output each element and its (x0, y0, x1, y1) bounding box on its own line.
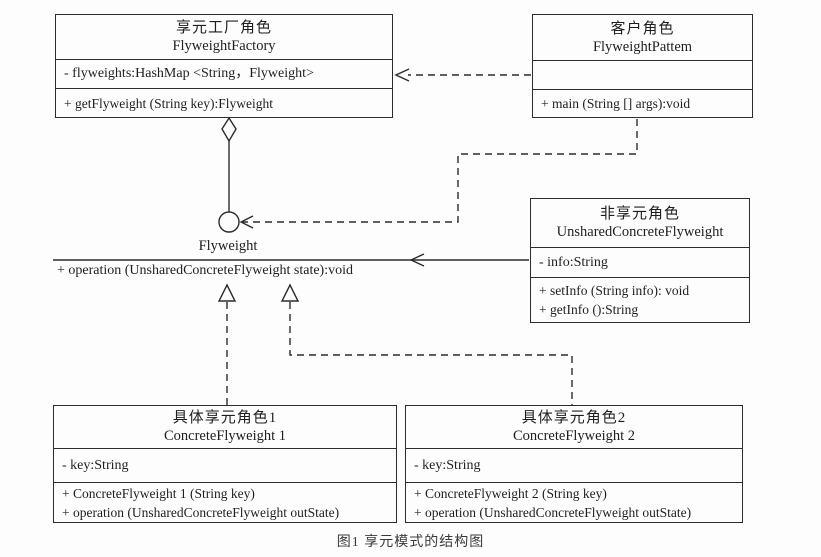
method-line: + getInfo ():String (539, 302, 639, 317)
class-methods: + setInfo (String info): void + getInfo … (531, 278, 749, 322)
attribute-line: - flyweights:HashMap <String，Flyweight> (64, 66, 314, 81)
class-methods: + ConcreteFlyweight 1 (String key) + ope… (54, 483, 396, 522)
class-title: 享元工厂角色 FlyweightFactory (56, 15, 392, 60)
method-line: + operation (UnsharedConcreteFlyweight o… (62, 504, 340, 520)
generalization-triangle-icon-2 (280, 283, 300, 302)
attribute-line: - key:String (62, 457, 129, 473)
class-box-client: 客户角色 FlyweightPattem + main (String [] a… (532, 14, 753, 118)
method-line: + main (String [] args):void (541, 96, 691, 111)
class-name-en: FlyweightFactory (172, 38, 276, 54)
class-name-cn: 非享元角色 (599, 206, 680, 222)
class-box-flyweight-factory: 享元工厂角色 FlyweightFactory - flyweights:Has… (55, 14, 393, 118)
class-name-en: FlyweightPattem (592, 38, 693, 55)
class-attributes: - key:String (406, 449, 742, 483)
class-attributes: - flyweights:HashMap <String，Flyweight> (56, 60, 392, 89)
class-box-concrete-flyweight-2: 具体享元角色2 ConcreteFlyweight 2 - key:String… (405, 405, 743, 523)
method-line: + setInfo (String info): void (539, 283, 690, 298)
class-box-unshared-concrete-flyweight: 非享元角色 UnsharedConcreteFlyweight - info:S… (530, 198, 750, 323)
class-attributes: - key:String (54, 449, 396, 483)
class-attributes-empty (533, 61, 752, 90)
interface-lollipop-icon (218, 211, 240, 233)
open-arrowhead-icon (394, 68, 410, 82)
association-arrow-unshared-to-flyweight (53, 253, 529, 267)
attribute-line: - info:String (539, 254, 608, 270)
figure-caption: 图1 享元模式的结构图 (336, 535, 485, 550)
class-title: 具体享元角色1 ConcreteFlyweight 1 (54, 406, 396, 449)
class-title: 非享元角色 UnsharedConcreteFlyweight (531, 199, 749, 248)
realization-line-concrete2 (289, 302, 573, 405)
method-line: + ConcreteFlyweight 2 (String key) (414, 485, 607, 501)
aggregation-diamond-icon (221, 116, 237, 143)
flyweight-interface-name: Flyweight (198, 238, 258, 254)
class-box-concrete-flyweight-1: 具体享元角色1 ConcreteFlyweight 1 - key:String… (53, 405, 397, 523)
dependency-arrow-client-to-factory (394, 68, 531, 82)
dependency-arrow-client-to-flyweight (239, 119, 638, 229)
class-name-en: ConcreteFlyweight 1 (163, 428, 287, 444)
generalization-triangle-icon-1 (217, 283, 237, 302)
class-title: 具体享元角色2 ConcreteFlyweight 2 (406, 406, 742, 449)
class-name-en: ConcreteFlyweight 2 (512, 428, 636, 444)
class-methods: + getFlyweight (String key):Flyweight (56, 89, 392, 117)
class-name-cn: 享元工厂角色 (175, 20, 272, 36)
class-name-cn: 客户角色 (610, 20, 675, 37)
flyweight-interface-operation: + operation (UnsharedConcreteFlyweight s… (57, 263, 353, 278)
method-line: + ConcreteFlyweight 1 (String key) (62, 485, 255, 501)
attribute-line: - key:String (414, 457, 481, 473)
method-line: + getFlyweight (String key):Flyweight (64, 95, 273, 111)
class-name-en: UnsharedConcreteFlyweight (556, 224, 724, 240)
class-methods: + ConcreteFlyweight 2 (String key) + ope… (406, 483, 742, 522)
class-methods: + main (String [] args):void (533, 90, 752, 117)
class-attributes: - info:String (531, 248, 749, 278)
class-name-cn: 具体享元角色1 (172, 410, 278, 426)
class-title: 客户角色 FlyweightPattem (533, 15, 752, 61)
class-name-cn: 具体享元角色2 (521, 410, 627, 426)
method-line: + operation (UnsharedConcreteFlyweight o… (414, 504, 692, 520)
open-arrowhead-icon (239, 215, 254, 229)
open-arrowhead-icon (409, 253, 425, 267)
